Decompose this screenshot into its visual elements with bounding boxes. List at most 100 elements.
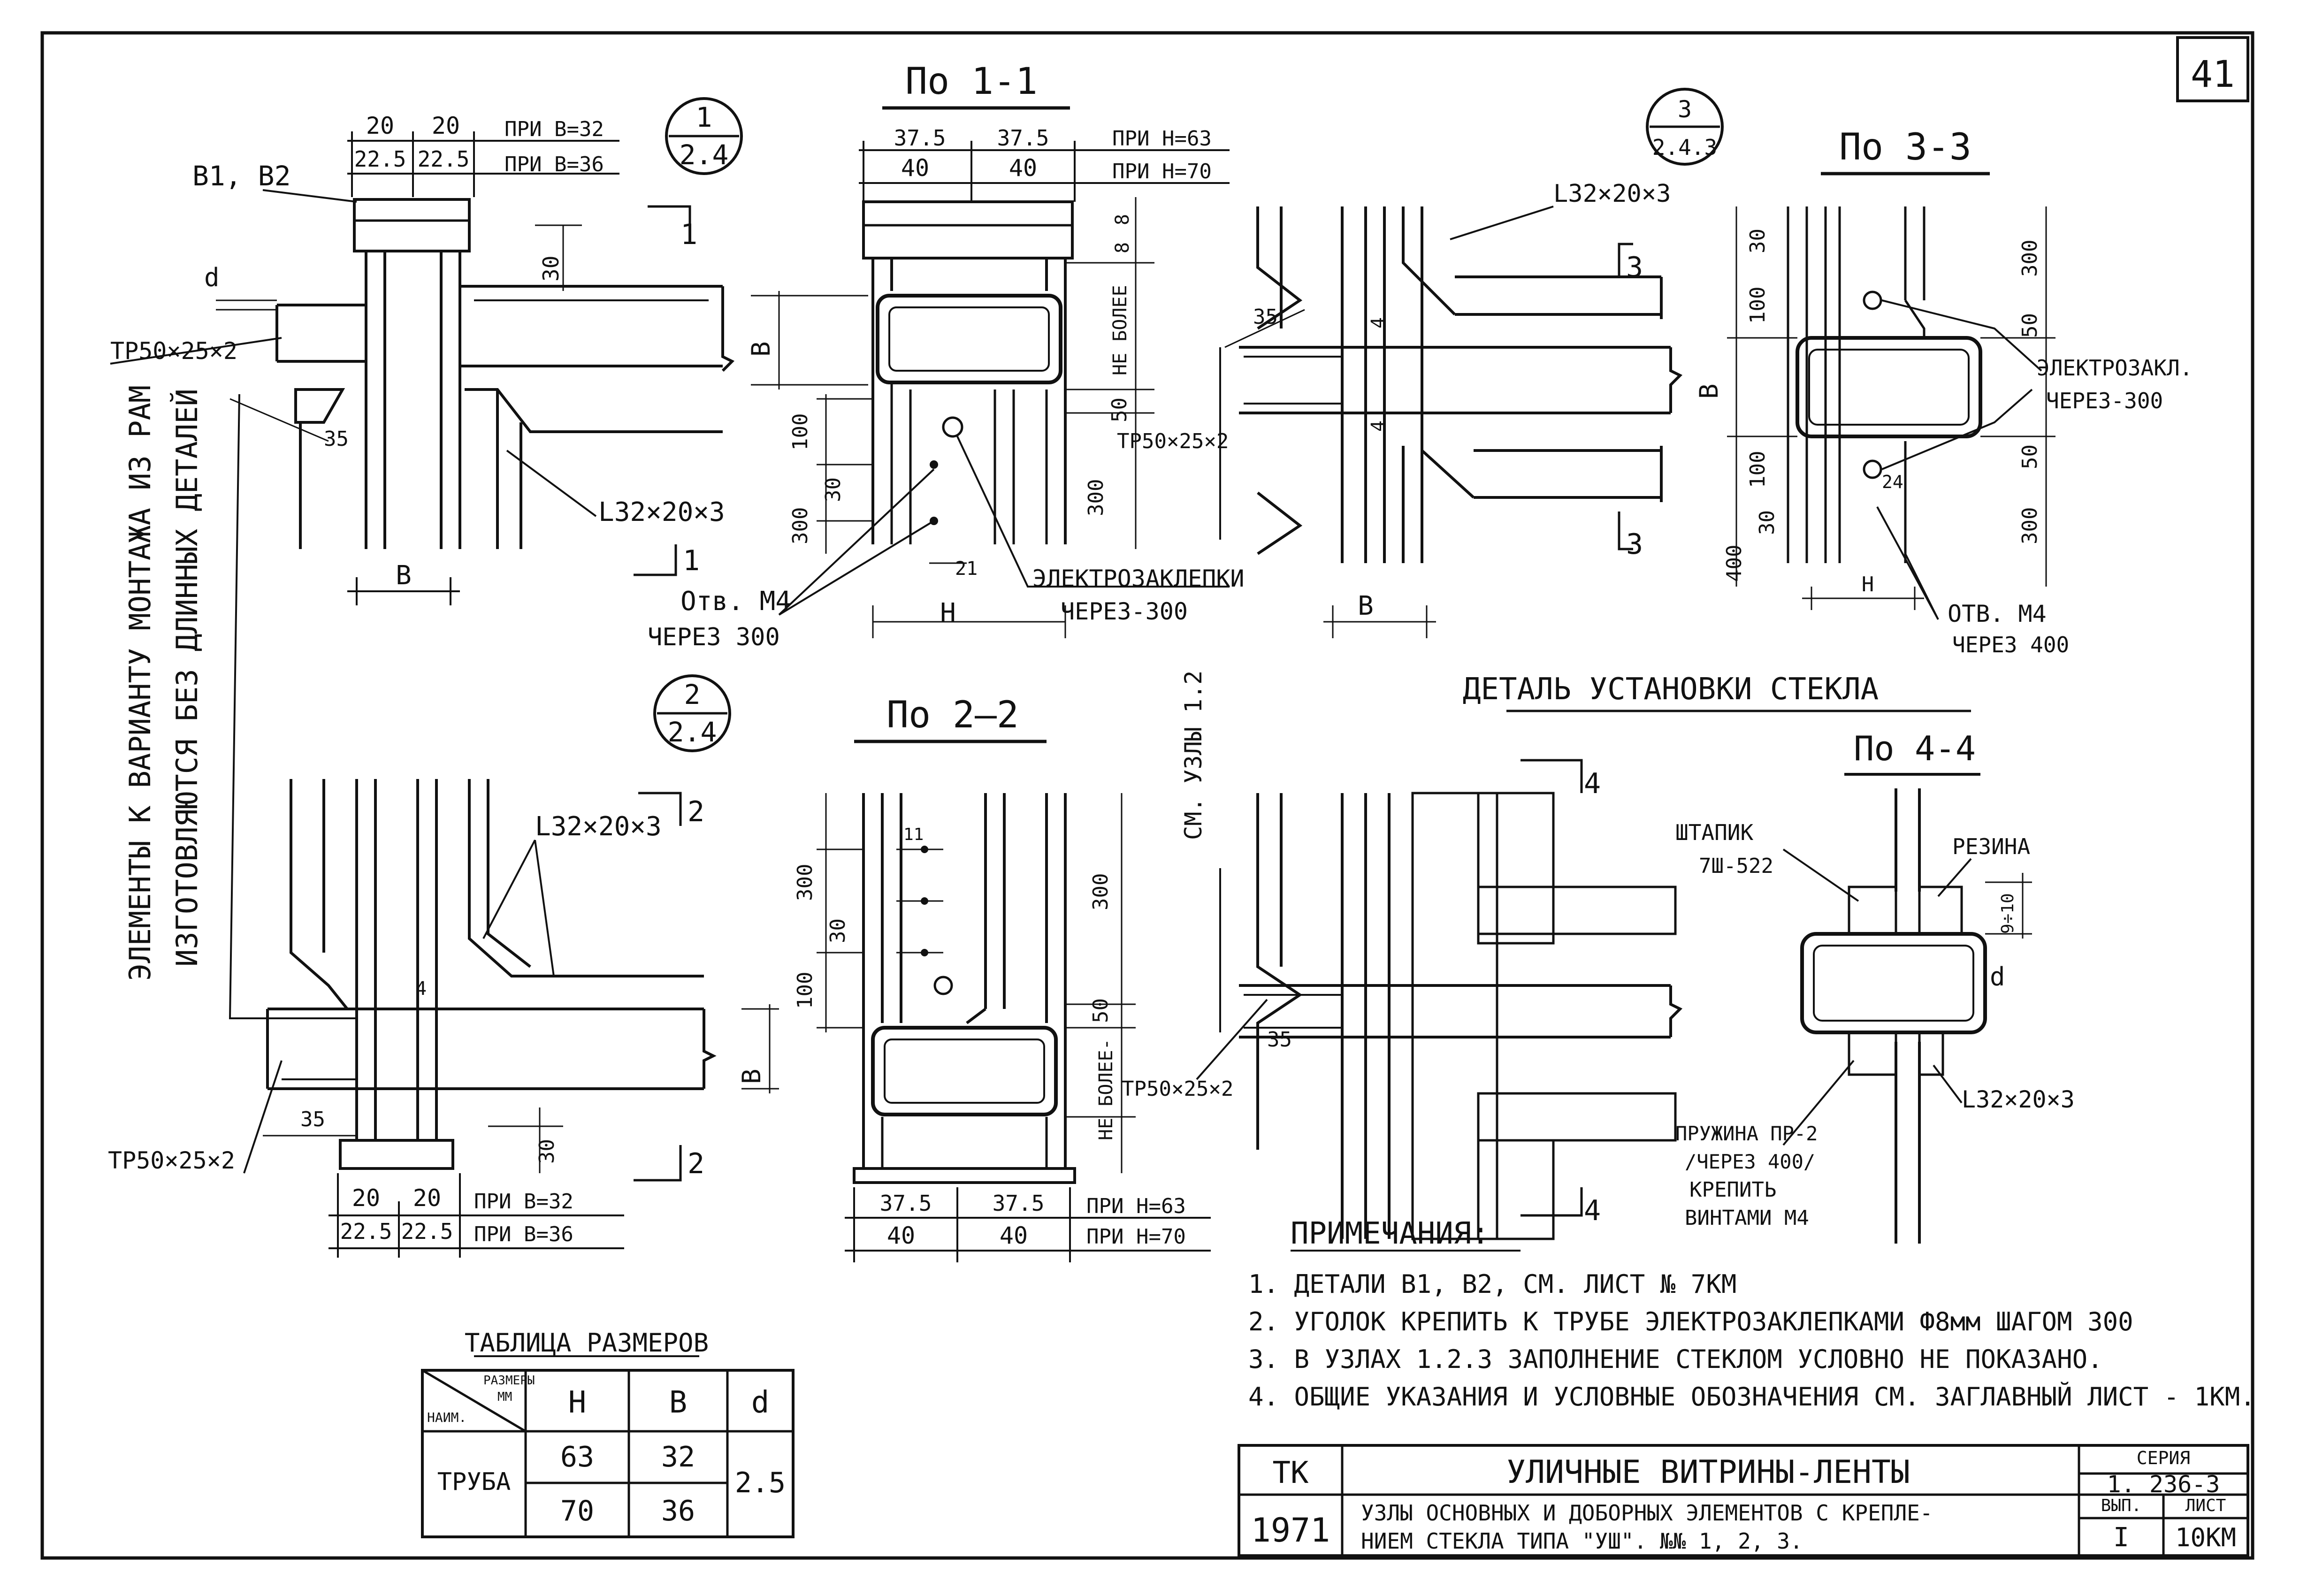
s11-d375b: 37.5 (997, 125, 1049, 151)
node3-B: В (1358, 591, 1374, 621)
node3-angle: L32×20×3 (1553, 180, 1671, 208)
title-series-label: СЕРИЯ (2137, 1448, 2190, 1468)
s22-at-h70: ПРИ Н=70 (1086, 1225, 1186, 1249)
node1-dim-225b: 22.5 (418, 146, 470, 172)
node2-dim-225a: 22.5 (340, 1219, 392, 1244)
node1-d: d (204, 263, 220, 292)
s11-d300b: 300 (1084, 479, 1108, 516)
node2-marker-bottom: 2.4 (668, 716, 717, 748)
section-1-1: По 1-1 37.5 37.5 40 40 ПРИ Н=63 ПРИ Н=70… (648, 61, 1245, 651)
s33-d24: 24 (1882, 472, 1903, 492)
s44-d: d (1990, 962, 2005, 992)
page-number-box (2176, 36, 2249, 102)
node3-d35: 35 (1253, 305, 1278, 329)
node-2: 2 2.4 L32×20×3 4 В 35 30 ТР50×25×2 2 2 2… (108, 674, 779, 1258)
s44-spring4: ВИНТАМИ М4 (1685, 1206, 1809, 1230)
s11-at-h63: ПРИ Н=63 (1112, 127, 1212, 151)
node3-marker-top: 3 (1678, 96, 1692, 123)
s11-d8b: 8 (1112, 214, 1133, 225)
node2-d30: 30 (535, 1139, 559, 1164)
s22-d30: 30 (826, 918, 850, 943)
s44-angle: L32×20×3 (1962, 1086, 2075, 1113)
node2-dim-225b: 22.5 (401, 1219, 453, 1244)
node2-dim-20b: 20 (413, 1184, 441, 1212)
s44-spring1: ПРУЖИНА ПР-2 (1675, 1122, 1818, 1145)
glass-cut4-top: 4 (1584, 767, 1601, 800)
s44-d9-10: 9÷10 (1998, 893, 2017, 934)
node1-dim-20b: 20 (432, 112, 460, 139)
node1-cut1-bottom: 1 (683, 544, 700, 577)
node1-marker-top: 1 (696, 101, 712, 133)
node3-cut3-top: 3 (1626, 251, 1643, 284)
node2-d4: 4 (415, 978, 427, 1000)
size-table-corner-unit: ММ (497, 1390, 512, 1404)
node2-at-b36: ПРИ В=36 (474, 1222, 573, 1246)
s33-d300b: 300 (2018, 507, 2042, 544)
note-3: 3. В УЗЛАХ 1.2.3 ЗАПОЛНЕНИЕ СТЕКЛОМ УСЛО… (1248, 1344, 2103, 1374)
s11-B: В (746, 341, 776, 357)
s11-d100: 100 (788, 413, 812, 451)
s22-at-h63: ПРИ Н=63 (1086, 1194, 1186, 1218)
page-number: 41 (2191, 53, 2235, 96)
s44-bead-code: 7Ш-522 (1699, 854, 1773, 878)
glass-d35: 35 (1267, 1028, 1292, 1052)
title-sub2: НИЕМ СТЕКЛА ТИПА "УШ". №№ 1, 2, 3. (1361, 1528, 1803, 1554)
vertical-note-middle: СМ. УЗЛЫ 1.2 (1180, 671, 1207, 840)
title-issue-label: ВЫП. (2101, 1496, 2142, 1515)
s11-d40a: 40 (901, 154, 929, 182)
section-1-1-title: По 1-1 (905, 61, 1038, 103)
node1-dim30: 30 (538, 256, 564, 282)
s33-holes-step: ЧЕРЕЗ 400 (1952, 632, 2069, 657)
s11-d40b: 40 (1009, 154, 1037, 182)
s11-holes-step: ЧЕРЕЗ 300 (648, 623, 780, 651)
note-1: 1. ДЕТАЛИ В1, В2, СМ. ЛИСТ № 7КМ (1248, 1269, 1736, 1299)
size-table: ТАБЛИЦА РАЗМЕРОВ РАЗМЕРЫ ММ НАИМ. Н В d … (421, 1328, 795, 1538)
node3-marker-bottom: 2.4.3 (1652, 135, 1717, 160)
s11-H: Н (940, 598, 956, 628)
size-table-r1-B: 32 (661, 1441, 695, 1474)
note-2: 2. УГОЛОК КРЕПИТЬ К ТРУБЕ ЭЛЕКТРОЗАКЛЕПК… (1248, 1307, 2133, 1336)
node1-dim-20a: 20 (366, 112, 394, 139)
s33-B: В (1694, 383, 1724, 399)
title-sheet: 10КМ (2175, 1523, 2236, 1552)
s11-rivets-step: ЧЕРЕЗ-300 (1061, 598, 1188, 625)
size-table-r1-H: 63 (560, 1441, 594, 1474)
section-3-3: По 3-3 30 100 300 50 В ЭЛЕКТРОЗАКЛ. ЧЕРЕ… (1694, 126, 2193, 657)
vertical-note-line2: ИЗГОТОВЛЯЮТСЯ БЕЗ ДЛИННЫХ ДЕТАЛЕЙ (170, 389, 204, 967)
s22-d375a: 37.5 (880, 1191, 932, 1216)
s44-rubber: РЕЗИНА (1952, 834, 2030, 859)
node-marker-2 (653, 674, 731, 752)
size-table-header-H: Н (568, 1385, 587, 1420)
size-table-r2-H: 70 (560, 1495, 594, 1527)
s22-d50: 50 (1089, 998, 1113, 1023)
title-sheet-label: ЛИСТ (2185, 1496, 2226, 1515)
sheet-frame (40, 31, 2254, 1560)
leader-left-note (229, 394, 338, 1019)
node1-at-b36: ПРИ B=36 (504, 153, 604, 176)
s11-d300a: 300 (788, 507, 812, 544)
glass-detail: ДЕТАЛЬ УСТАНОВКИ СТЕКЛА 35 ТР50×25×2 4 4 (1122, 672, 1971, 1240)
node2-tube: ТР50×25×2 (108, 1147, 235, 1174)
s22-d40a: 40 (887, 1222, 915, 1249)
s22-d100: 100 (793, 972, 817, 1009)
node2-B: В (737, 1069, 766, 1084)
s11-d375a: 37.5 (894, 125, 946, 151)
title-main: УЛИЧНЫЕ ВИТРИНЫ-ЛЕНТЫ (1506, 1454, 1910, 1491)
node3-d4a: 4 (1368, 317, 1389, 328)
title-series: 1. 236-3 (2107, 1471, 2220, 1498)
size-table-r2-B: 36 (661, 1495, 695, 1527)
s33-d300a: 300 (2018, 240, 2042, 277)
size-table-corner-top: РАЗМЕРЫ (483, 1374, 535, 1388)
node-3: 3 2.4.3 L32×20×3 35 4 4 3 3 В (1224, 88, 1724, 638)
node1-angle: L32×20×3 (598, 497, 725, 527)
glass-detail-title: ДЕТАЛЬ УСТАНОВКИ СТЕКЛА (1463, 672, 1879, 707)
s33-d100a: 100 (1746, 287, 1770, 324)
note-4: 4. ОБЩИЕ УКАЗАНИЯ И УСЛОВНЫЕ ОБОЗНАЧЕНИЯ… (1248, 1382, 2255, 1412)
title-issue: I (2113, 1522, 2129, 1553)
section-3-3-title: По 3-3 (1839, 126, 1971, 168)
s44-spring3: КРЕПИТЬ (1689, 1178, 1776, 1202)
s33-H: Н (1862, 573, 1874, 596)
node-marker-3 (1646, 88, 1724, 166)
s11-d8a: 8 (1112, 242, 1133, 253)
title-sub1: УЗЛЫ ОСНОВНЫХ И ДОБОРНЫХ ЭЛЕМЕНТОВ С КРЕ… (1361, 1500, 1933, 1526)
